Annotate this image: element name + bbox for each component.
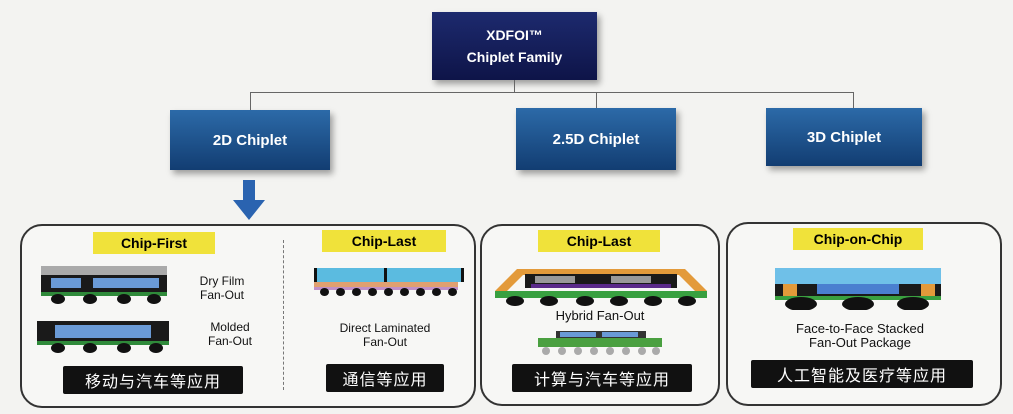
connector [250, 92, 251, 110]
node-2d-chiplet: 2D Chiplet [170, 110, 330, 170]
tag-chip-last: Chip-Last [322, 230, 446, 252]
connector [853, 92, 854, 108]
hybrid-package-image [491, 265, 711, 307]
root-subtitle: Chiplet Family [466, 49, 563, 65]
app-communications: 通信等应用 [326, 364, 444, 392]
app-mobile-auto: 移动与汽车等应用 [63, 366, 243, 394]
divider [283, 240, 284, 390]
tag-chip-on-chip: Chip-on-Chip [793, 228, 923, 250]
root-title: XDFOI™ [486, 27, 543, 43]
hybrid-small-package-image [538, 331, 662, 357]
hybrid-label: Hybrid Fan-Out [555, 308, 645, 323]
connector [596, 92, 597, 108]
molded-package-image [37, 321, 169, 353]
down-arrow-icon [233, 180, 265, 220]
node-2-5d-chiplet: 2.5D Chiplet [516, 108, 676, 170]
direct-laminated-package-image [314, 268, 464, 298]
root-node: XDFOI™ Chiplet Family [432, 12, 597, 80]
face-to-face-package-image [775, 268, 941, 311]
app-computing-auto: 计算与汽车等应用 [512, 364, 692, 392]
app-ai-medical: 人工智能及医疗等应用 [751, 360, 973, 388]
connector [514, 80, 515, 92]
node-3d-chiplet: 3D Chiplet [766, 108, 922, 166]
tag-chip-first: Chip-First [93, 232, 215, 254]
dry-film-package-image [41, 266, 167, 304]
connector [250, 92, 853, 93]
tag-chip-last-2-5d: Chip-Last [538, 230, 660, 252]
